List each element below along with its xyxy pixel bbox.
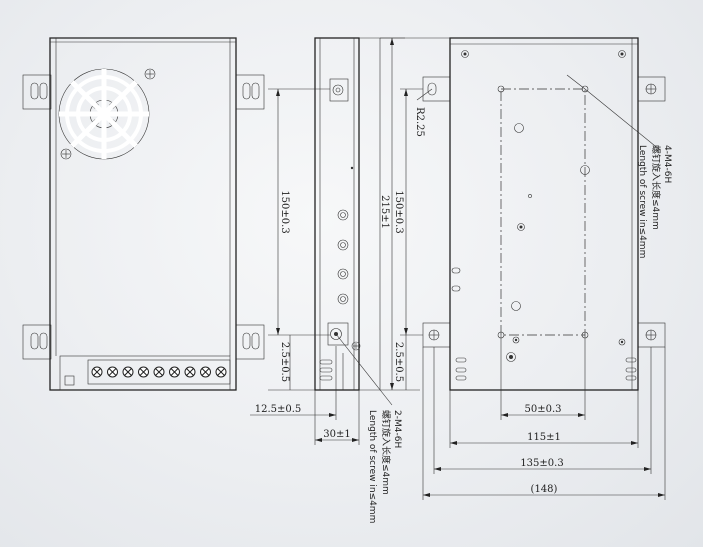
side-port-icons <box>337 166 354 305</box>
terminal-block <box>59 355 231 391</box>
bottom-view <box>416 37 666 391</box>
dim-2-5-right: 2.5±0.5 <box>393 342 404 382</box>
dim-148: (148) <box>531 484 558 495</box>
dim-135: 135±0.3 <box>520 458 563 469</box>
side-view <box>314 37 393 406</box>
mounting-bracket-top-right <box>235 74 265 110</box>
dim-115: 115±1 <box>527 432 561 443</box>
mounting-bracket-bottom-left <box>22 324 52 360</box>
note-bottom-thread: 4-M4-6H <box>662 145 672 183</box>
mounting-bracket-bottom-right-b <box>637 322 666 348</box>
note-bottom-screw-en: Length of screw in≤4mm <box>637 145 647 258</box>
dim-150-left: 150±0.3 <box>279 190 290 233</box>
note-side-thread: 2-M4-6H <box>392 410 402 448</box>
fan-grille-icon <box>58 68 150 160</box>
mount-holes <box>497 85 589 339</box>
dim-12-5: 12.5±0.5 <box>255 404 302 415</box>
side-body <box>314 37 360 391</box>
note-side-screw-en: Length of screw in≤4mm <box>367 410 377 523</box>
mounting-bracket-top-left-b <box>422 76 451 102</box>
bottom-plate <box>449 37 639 391</box>
dim-150-right: 150±0.3 <box>393 190 404 233</box>
dimension-lines <box>50 37 666 500</box>
mounting-bracket-bottom-right <box>235 324 265 360</box>
dim-215: 215±1 <box>379 195 390 229</box>
mounting-bracket-bottom-left-b <box>422 322 451 348</box>
note-bottom-screw-cn: 螺钉旋入长度≤4mm <box>650 145 662 230</box>
dim-30: 30±1 <box>323 429 350 440</box>
front-view <box>22 37 265 391</box>
screw-icon <box>144 68 156 80</box>
mount-pattern-centerline <box>500 88 586 336</box>
screw-icon <box>60 148 72 160</box>
dimension-arrows <box>276 38 665 497</box>
dim-50: 50±0.3 <box>524 404 561 415</box>
mounting-bracket-top-left <box>22 74 52 110</box>
note-side-screw-cn: 螺钉旋入长度≤4mm <box>380 410 392 495</box>
mounting-bracket-top-right-b <box>637 76 666 102</box>
dim-r2-25: R2.25 <box>414 107 425 137</box>
dim-2-5-left: 2.5±0.5 <box>279 342 290 382</box>
